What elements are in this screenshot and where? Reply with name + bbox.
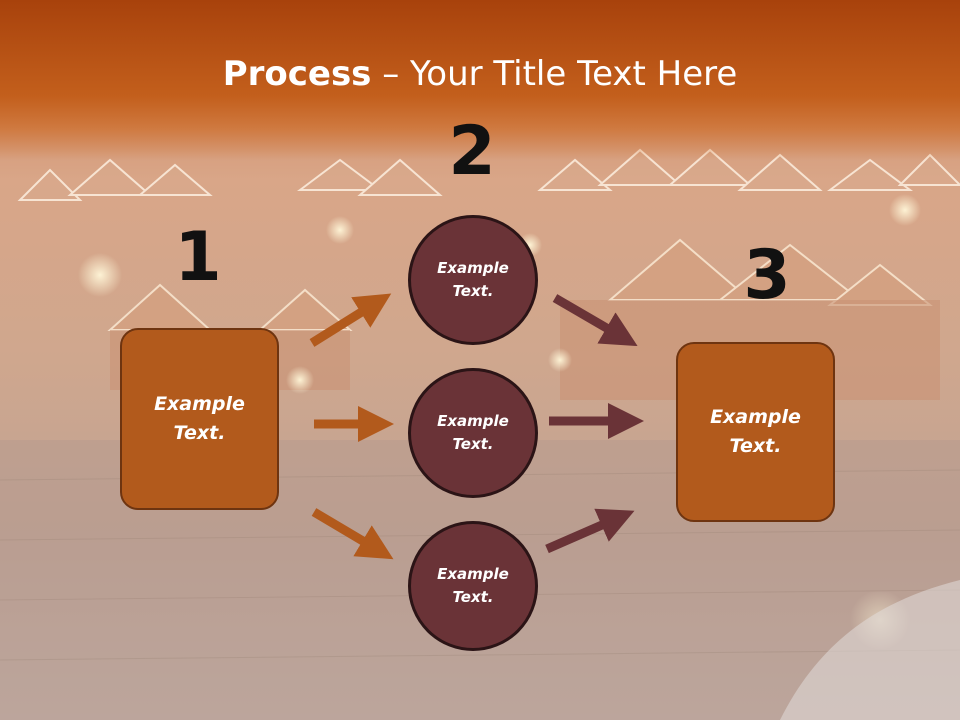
step-1-box[interactable]: Example Text. xyxy=(120,328,279,510)
arrow-circle-bottom-to-box3 xyxy=(545,508,635,554)
circle-top[interactable]: Example Text. xyxy=(408,215,538,345)
step-number-3: 3 xyxy=(743,236,791,315)
circle-bottom-label: Example Text. xyxy=(437,565,509,606)
step-3-box[interactable]: Example Text. xyxy=(676,342,835,522)
step-3-label: Example Text. xyxy=(710,406,801,457)
title-rest: – Your Title Text Here xyxy=(371,54,738,94)
step-number-1: 1 xyxy=(174,218,222,297)
title-bold: Process xyxy=(222,54,372,94)
arrow-circle-top-to-box3 xyxy=(552,294,638,347)
arrow-box1-to-circle-bottom xyxy=(311,508,394,560)
circle-top-label: Example Text. xyxy=(437,259,509,300)
circle-middle[interactable]: Example Text. xyxy=(408,368,538,498)
circle-bottom[interactable]: Example Text. xyxy=(408,521,538,651)
step-number-2: 2 xyxy=(448,112,496,191)
slide-title: Process – Your Title Text Here xyxy=(0,52,960,96)
arrow-box1-to-circle-top xyxy=(309,293,392,347)
title-bar xyxy=(0,0,960,160)
circle-middle-label: Example Text. xyxy=(437,412,509,453)
step-1-label: Example Text. xyxy=(154,393,245,444)
